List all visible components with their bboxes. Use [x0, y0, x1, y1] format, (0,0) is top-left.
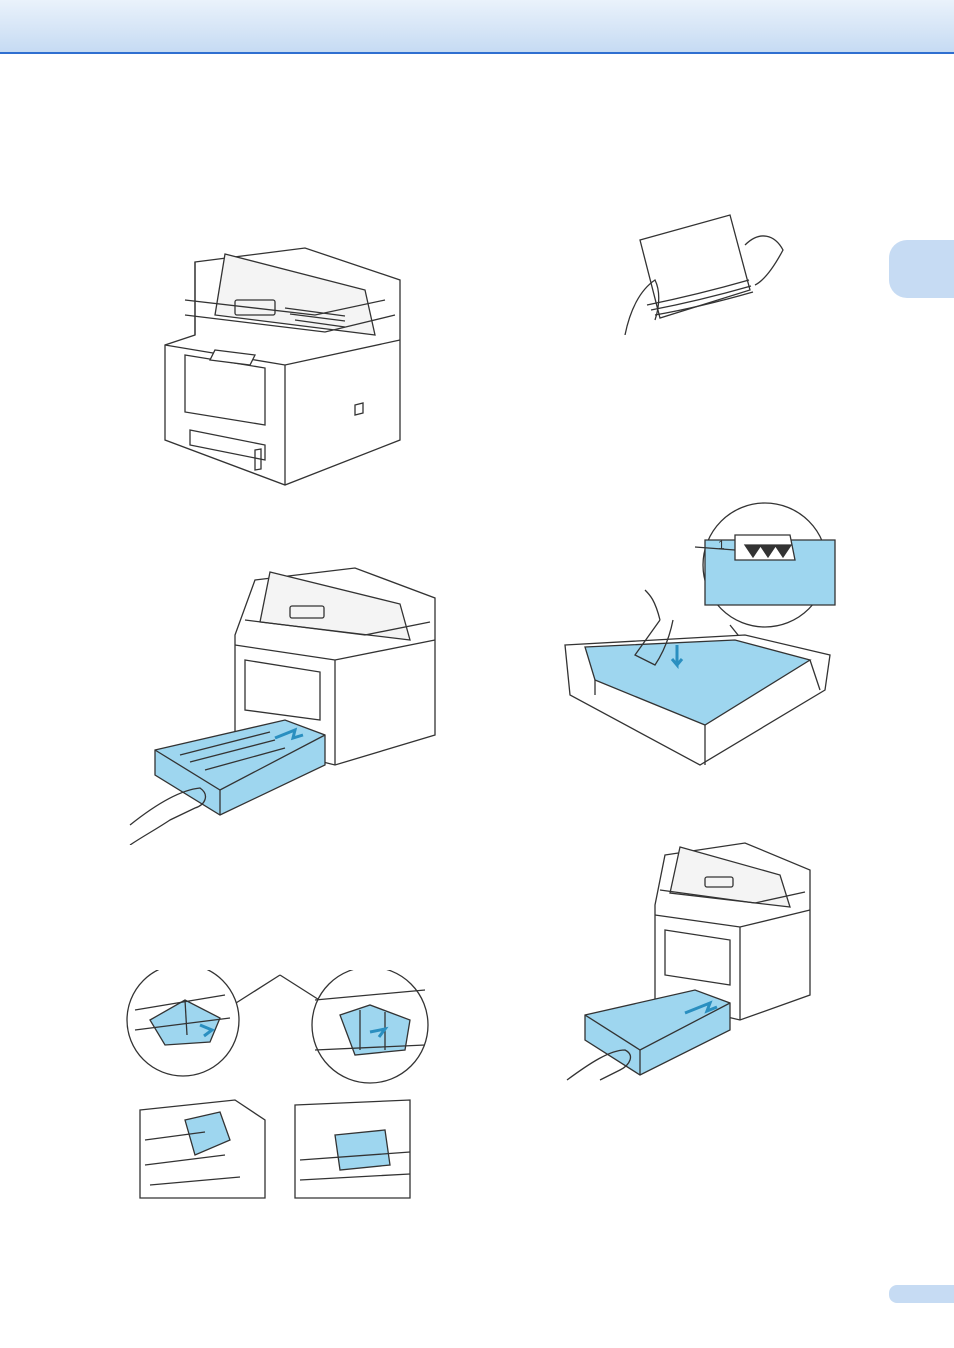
header-band: [0, 0, 954, 54]
printer-icon: [155, 240, 415, 490]
fan-paper-icon: [615, 210, 785, 335]
callout-label: 1: [718, 538, 725, 552]
printer-tray-out-icon: [125, 560, 445, 845]
page-number-tab: [889, 1285, 954, 1303]
chapter-tab: [889, 240, 954, 298]
paper-guide-adjust-icon: [125, 970, 435, 1200]
printer-tray-in-icon: [565, 835, 820, 1090]
paper-tray-load-icon: [555, 495, 845, 780]
